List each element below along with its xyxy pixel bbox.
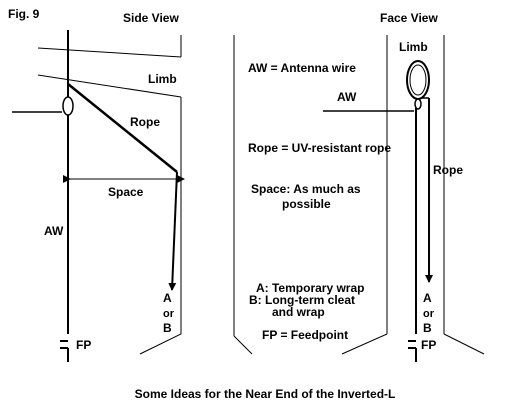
legend-fp-definition: FP = Feedpoint — [262, 328, 348, 342]
side-limb-upper-line — [37, 47, 182, 58]
face-trunk-left-root — [341, 333, 388, 355]
side-view-title: Side View — [123, 11, 179, 25]
legend-a-definition: A: Temporary wrap — [256, 281, 364, 295]
face-end-a-label: A — [423, 291, 432, 305]
figure-label: Fig. 9 — [8, 7, 40, 21]
side-fp-label: FP — [76, 338, 91, 352]
face-limb-inner-ring — [409, 64, 427, 96]
legend-panel: AW = Antenna wire Rope = UV-resistant ro… — [233, 35, 391, 355]
face-trunk-right-root — [443, 333, 485, 355]
side-end-b-label: B — [163, 321, 172, 335]
legend-b-line-1: B: Long-term cleat — [249, 293, 355, 307]
face-limb-label: Limb — [399, 40, 428, 54]
side-rope-diagonal — [67, 83, 178, 173]
side-rope-label: Rope — [130, 115, 160, 129]
side-view-panel: Side View Limb Rope Space AW A or B FP — [12, 11, 185, 362]
face-fp-label: FP — [421, 338, 436, 352]
side-space-label: Space — [108, 185, 144, 199]
legend-space-line-2: possible — [282, 197, 331, 211]
face-insulator-ring — [414, 98, 422, 110]
legend-rope-definition: Rope = UV-resistant rope — [248, 141, 391, 155]
legend-aw-definition: AW = Antenna wire — [248, 61, 356, 75]
legend-b-line-2: and wrap — [272, 305, 325, 319]
side-end-or-label: or — [163, 308, 175, 320]
face-view-panel: Face View Limb AW Rope A or B FP — [323, 11, 485, 362]
face-rope-label: Rope — [433, 163, 463, 177]
face-end-or-label: or — [423, 308, 435, 320]
side-limb-lower-line — [37, 74, 182, 98]
legend-space-line-1: Space: As much as — [251, 182, 361, 196]
side-insulator-ring — [62, 96, 74, 116]
side-rope-downward-arrow — [168, 171, 178, 291]
figure-caption: Some Ideas for the Near End of the Inver… — [135, 387, 396, 401]
face-aw-label: AW — [337, 90, 357, 104]
side-end-a-label: A — [163, 291, 172, 305]
legend-left-trunk-root — [233, 335, 253, 355]
side-limb-label: Limb — [148, 72, 177, 86]
face-end-b-label: B — [423, 321, 432, 335]
face-view-title: Face View — [380, 11, 438, 25]
side-aw-label: AW — [44, 224, 64, 238]
